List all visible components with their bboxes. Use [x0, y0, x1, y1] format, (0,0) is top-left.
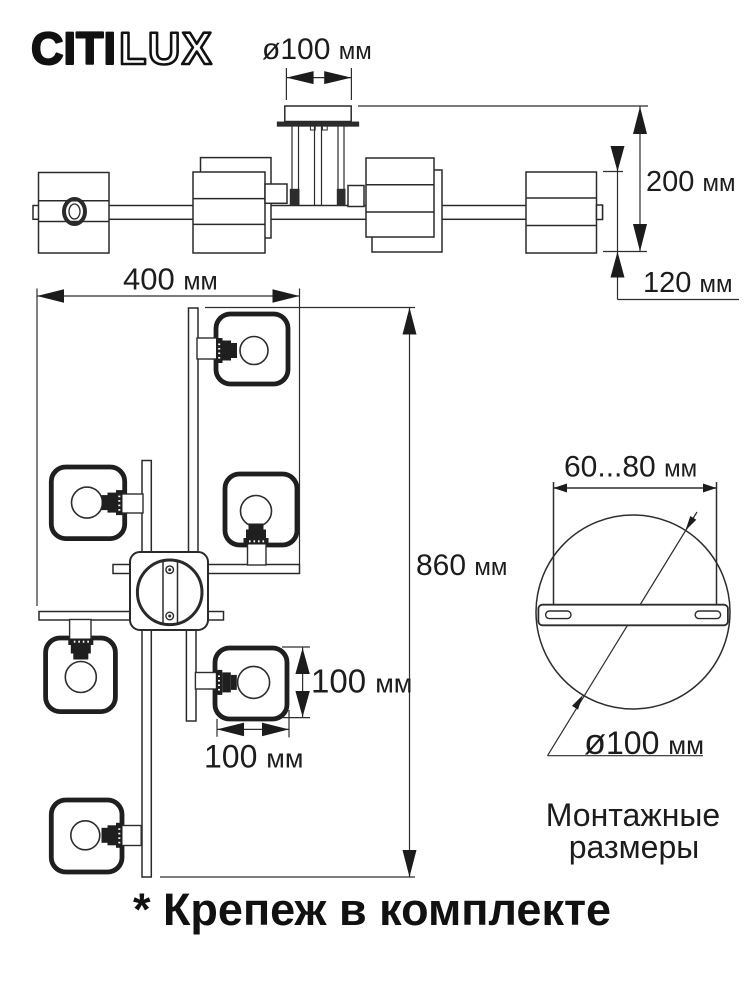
svg-text:ø100 мм: ø100 мм	[262, 33, 372, 66]
svg-text:LUX: LUX	[119, 23, 213, 74]
svg-text:размеры: размеры	[569, 829, 700, 865]
svg-text:860 мм: 860 мм	[416, 549, 507, 582]
svg-text:Монтажные: Монтажные	[546, 797, 720, 833]
svg-text:120 мм: 120 мм	[643, 267, 732, 299]
svg-text:* Крепеж в комплекте: * Крепеж в комплекте	[133, 884, 611, 935]
svg-text:400 мм: 400 мм	[123, 261, 218, 296]
svg-text:100 мм: 100 мм	[204, 739, 303, 775]
svg-text:60...80 мм: 60...80 мм	[564, 451, 697, 484]
svg-text:200 мм: 200 мм	[646, 166, 735, 198]
svg-text:CITI: CITI	[31, 23, 116, 74]
svg-text:100 мм: 100 мм	[311, 663, 412, 700]
